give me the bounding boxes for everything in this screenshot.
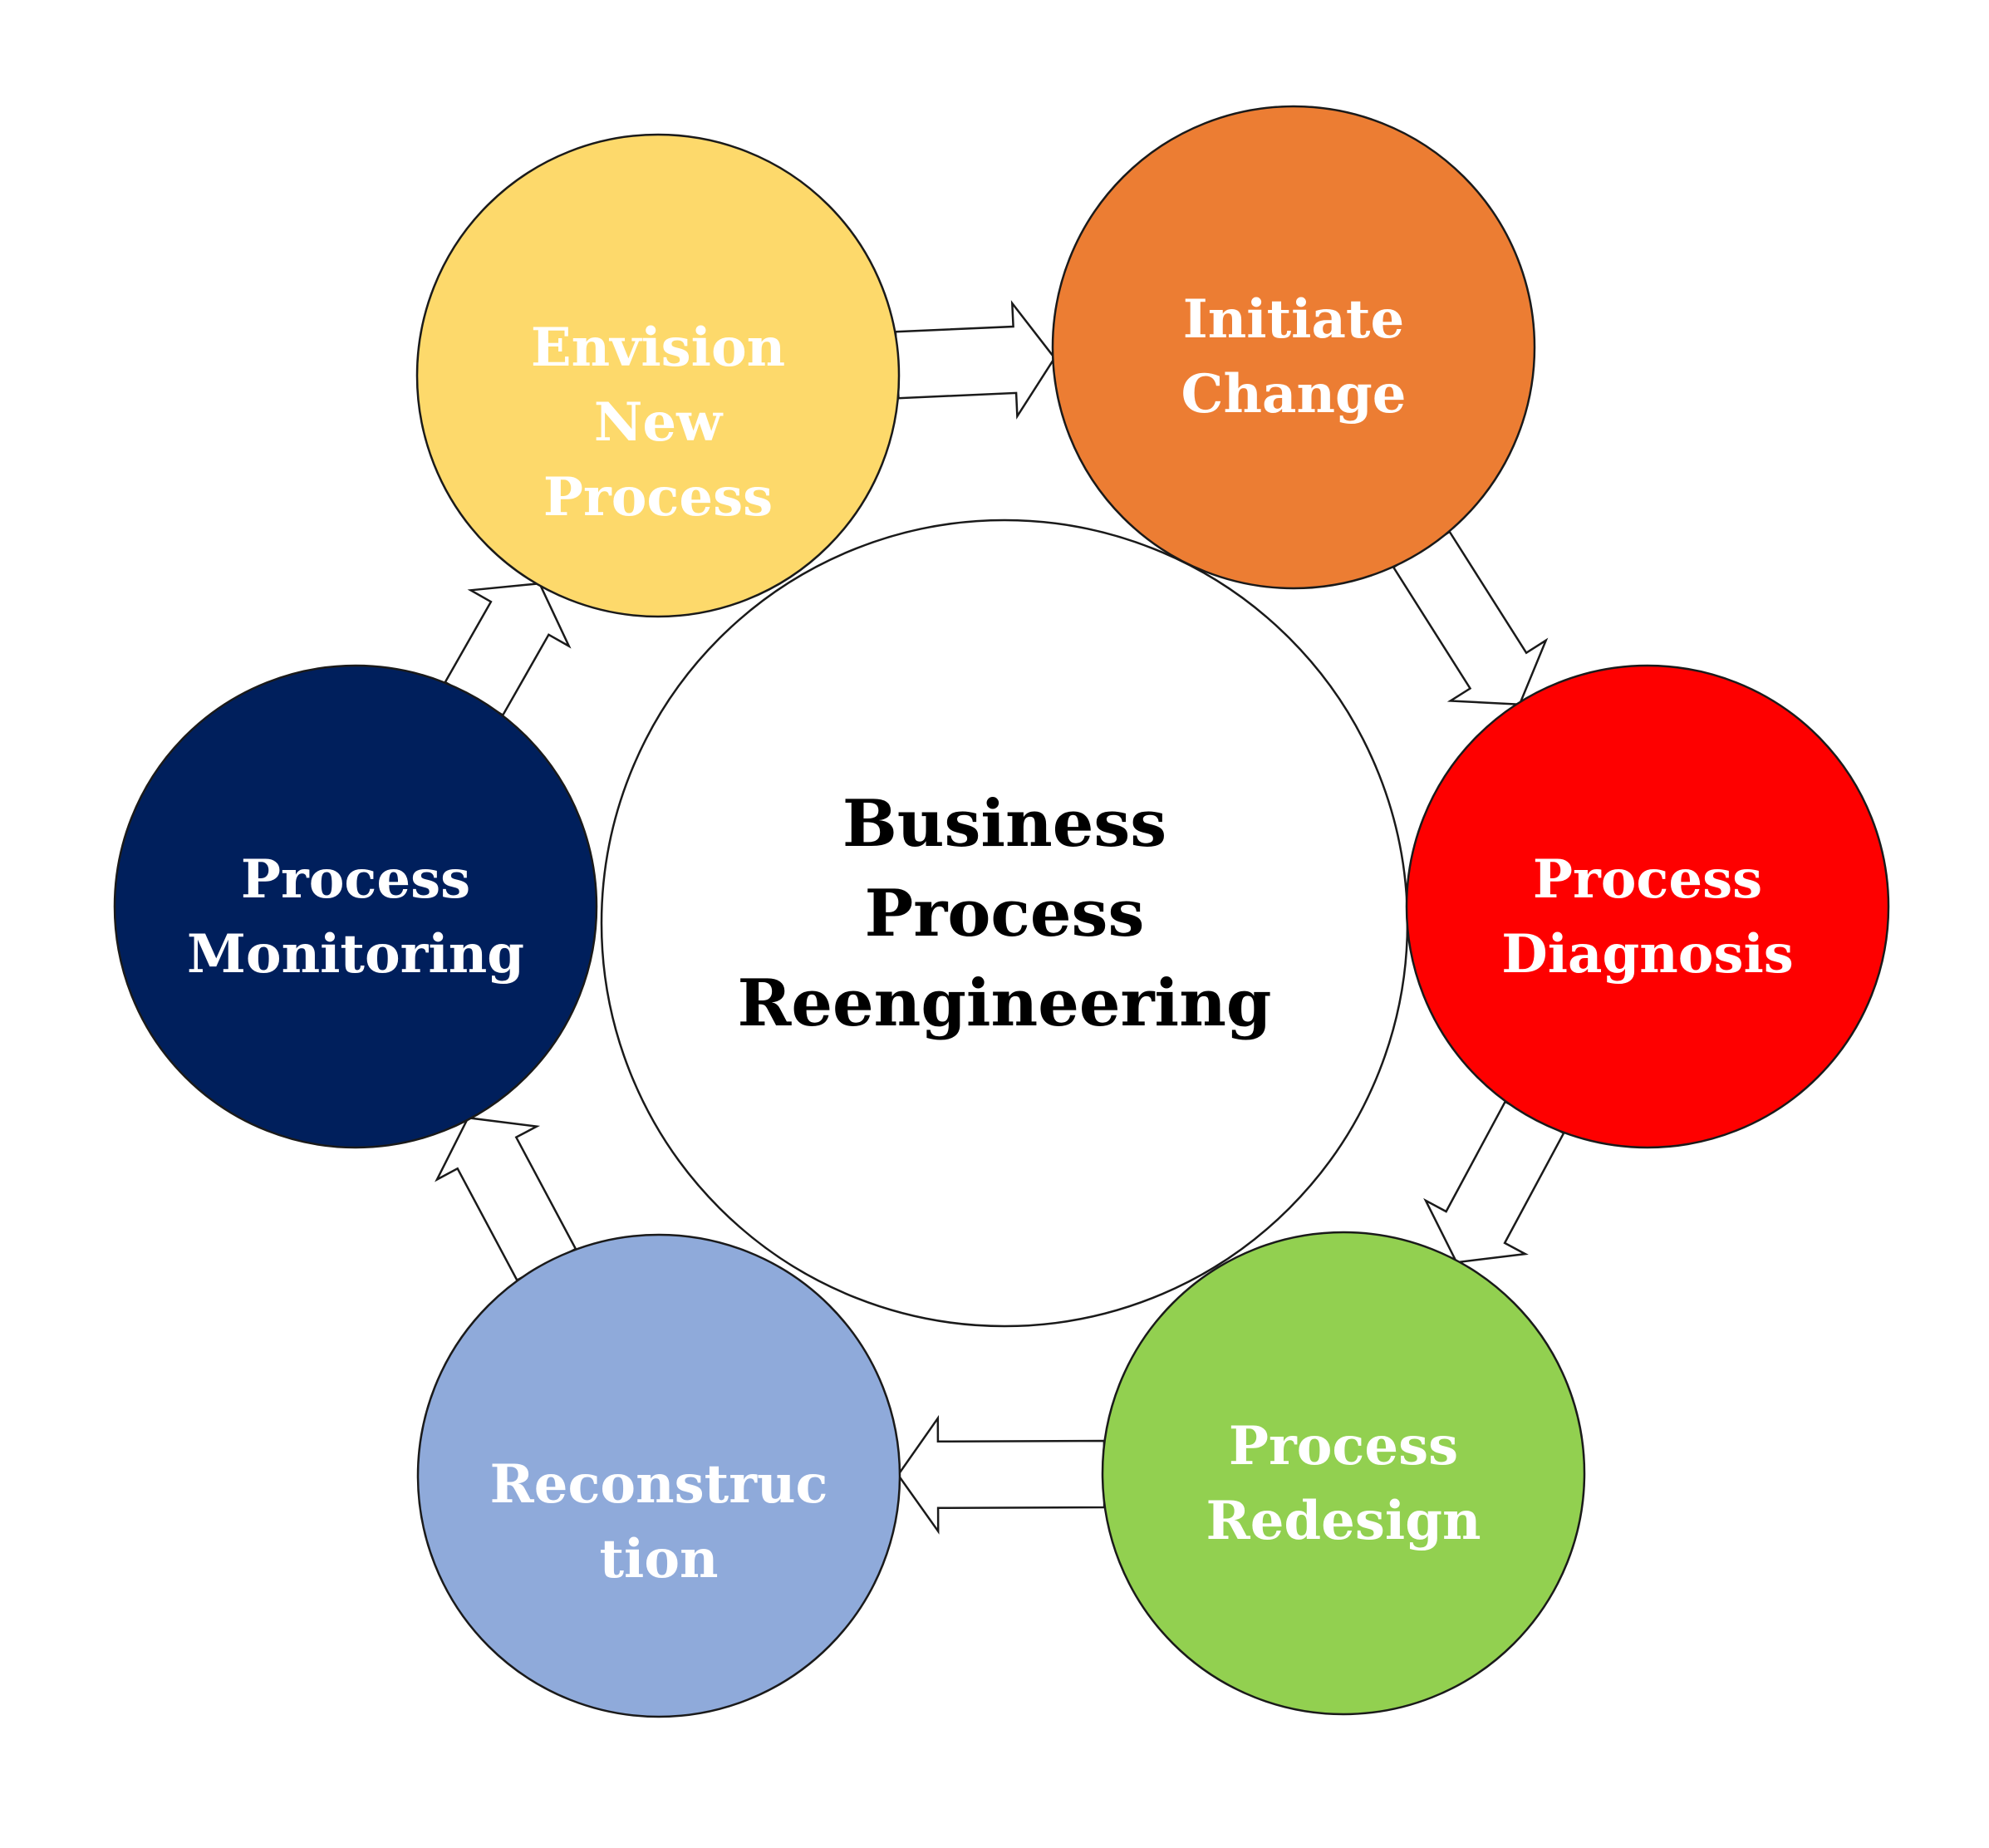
arrow-redesign-to-reconstruction — [896, 1414, 1106, 1535]
arrow-envision-to-initiate — [894, 300, 1056, 420]
stage-label-reconstruction-line-2: tion — [599, 1528, 718, 1590]
stage-circle-monitoring — [113, 664, 598, 1149]
stage-label-envision-line-1: Envision — [531, 317, 785, 379]
arrow-reconstruction-to-monitoring — [435, 1116, 577, 1282]
stage-circle-redesign — [1101, 1231, 1586, 1716]
stage-circle-envision — [415, 133, 901, 618]
arrow-diagnosis-to-redesign — [1423, 1100, 1565, 1264]
stage-circle-initiate — [1051, 105, 1536, 590]
stage-circle-reconstruction — [416, 1233, 901, 1718]
stage-envision: Envision New Process — [415, 133, 901, 618]
stage-label-reconstruction-line-1: Reconstruc — [490, 1453, 828, 1516]
stage-label-monitoring-line-1: Process — [241, 848, 470, 911]
stage-diagnosis: Process Diagnosis — [1405, 664, 1890, 1149]
flow-arrows — [435, 300, 1565, 1535]
stage-label-redesign-line-1: Process — [1229, 1415, 1458, 1477]
stage-label-initiate-line-1: Initiate — [1183, 288, 1404, 351]
arrow-initiate-to-diagnosis — [1392, 530, 1549, 705]
center-label-line-2: Process — [865, 876, 1145, 951]
stage-reconstruction: Reconstruc tion — [416, 1233, 901, 1718]
stage-initiate: Initiate Change — [1051, 105, 1536, 590]
stage-label-initiate-line-2: Change — [1181, 363, 1407, 425]
stage-label-envision-line-2: New — [594, 391, 724, 454]
center-label-line-1: Business — [842, 786, 1166, 862]
arrow-monitoring-to-envision — [444, 582, 572, 717]
stage-label-redesign-line-2: Redesign — [1206, 1490, 1481, 1552]
stage-monitoring: Process Monitoring — [113, 664, 598, 1149]
stage-label-diagnosis-line-2: Diagnosis — [1501, 923, 1794, 985]
stage-label-diagnosis-line-1: Process — [1533, 848, 1762, 911]
stage-label-envision-line-3: Process — [543, 466, 773, 528]
stage-circle-diagnosis — [1405, 664, 1890, 1149]
stage-redesign: Process Redesign — [1101, 1231, 1586, 1716]
stage-label-monitoring-line-2: Monitoring — [187, 923, 524, 985]
center-label-line-3: Reengineering — [738, 966, 1272, 1041]
center-node: Business Process Reengineering — [600, 519, 1409, 1328]
